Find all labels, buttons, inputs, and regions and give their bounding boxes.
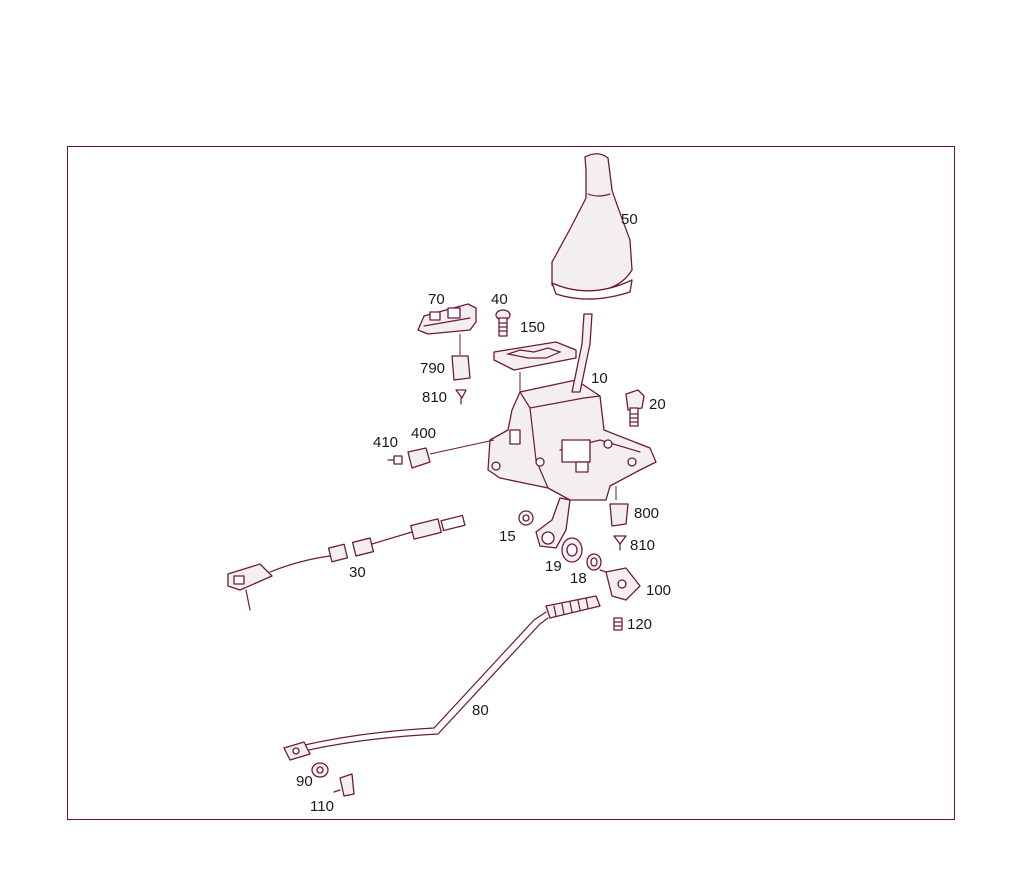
connector-800[interactable] bbox=[609, 503, 629, 527]
label-part-30: 30 bbox=[349, 564, 366, 581]
label-part-810-top: 810 bbox=[422, 389, 448, 406]
clip-400[interactable] bbox=[407, 439, 495, 469]
label-part-100: 100 bbox=[646, 582, 672, 599]
circlip-15[interactable] bbox=[518, 510, 534, 526]
shift-rod-80[interactable] bbox=[283, 595, 601, 761]
connector-790[interactable] bbox=[451, 355, 471, 381]
bushing-19[interactable] bbox=[561, 537, 583, 563]
diagram-frame bbox=[67, 146, 955, 820]
gate-plate-150[interactable] bbox=[493, 341, 577, 392]
label-part-19: 19 bbox=[545, 558, 562, 575]
label-part-80: 80 bbox=[472, 702, 489, 719]
label-part-20: 20 bbox=[649, 396, 666, 413]
pin-410[interactable] bbox=[387, 455, 403, 465]
bracket-100[interactable] bbox=[599, 567, 641, 601]
selector-switch[interactable] bbox=[417, 303, 477, 355]
label-part-50: 50 bbox=[621, 211, 638, 228]
label-part-70: 70 bbox=[428, 291, 445, 308]
clip-110[interactable] bbox=[333, 773, 355, 797]
label-part-90: 90 bbox=[296, 773, 313, 790]
label-part-10: 10 bbox=[591, 370, 608, 387]
plug-810-top[interactable] bbox=[455, 389, 467, 405]
label-part-800: 800 bbox=[634, 505, 660, 522]
label-part-790: 790 bbox=[420, 360, 446, 377]
label-part-150: 150 bbox=[520, 319, 546, 336]
pin-120[interactable] bbox=[613, 617, 623, 631]
label-part-40: 40 bbox=[491, 291, 508, 308]
label-part-120: 120 bbox=[627, 616, 653, 633]
label-part-400: 400 bbox=[411, 425, 437, 442]
bushing-18[interactable] bbox=[586, 553, 602, 571]
plug-810-bottom[interactable] bbox=[613, 535, 627, 551]
label-part-18: 18 bbox=[570, 570, 587, 587]
label-part-410: 410 bbox=[373, 434, 399, 451]
label-part-110: 110 bbox=[310, 798, 334, 815]
bolt-40[interactable] bbox=[495, 309, 511, 337]
shift-knob-boot[interactable] bbox=[551, 153, 633, 300]
bushing-90[interactable] bbox=[311, 762, 329, 778]
label-part-15: 15 bbox=[499, 528, 516, 545]
shifter-housing[interactable] bbox=[487, 313, 657, 549]
label-part-810-bottom: 810 bbox=[630, 537, 656, 554]
bolt-20[interactable] bbox=[625, 389, 645, 427]
cable-30[interactable] bbox=[227, 514, 466, 611]
